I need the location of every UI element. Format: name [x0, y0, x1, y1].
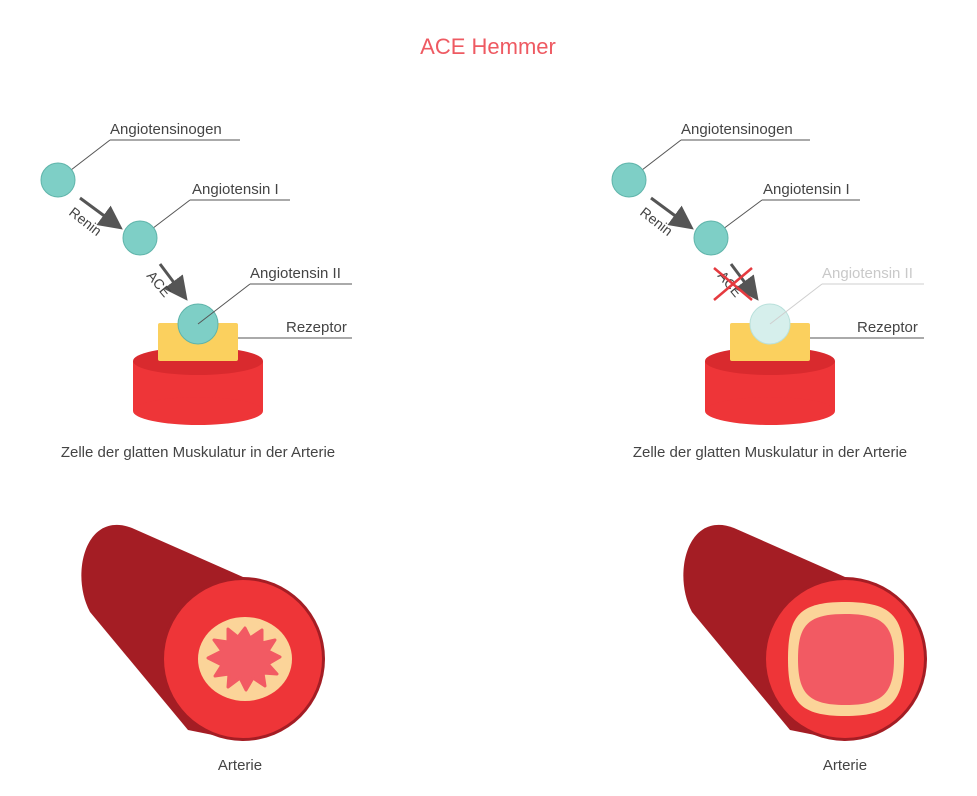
angiotensin2-label: Angiotensin II	[822, 265, 913, 282]
diagram-title: ACE Hemmer	[420, 34, 556, 59]
ace-label: ACE	[144, 268, 175, 300]
cell-caption: Zelle der glatten Muskulatur in der Arte…	[61, 444, 335, 461]
receptor-label: Rezeptor	[857, 319, 918, 336]
renin-label: Renin	[66, 204, 105, 239]
renin-arrow	[79, 196, 123, 230]
muscle-cell-bottom	[705, 397, 835, 425]
receptor-label: Rezeptor	[286, 319, 347, 336]
artery-caption: Arterie	[823, 757, 867, 774]
angiotensin2-label: Angiotensin II	[250, 265, 341, 282]
angiotensinogen-label: Angiotensinogen	[110, 121, 222, 138]
wide-lumen	[798, 614, 894, 705]
inhibition-cross-icon	[713, 267, 753, 301]
angiotensin1-molecule	[693, 220, 729, 256]
dilated-artery	[683, 524, 927, 741]
ace-arrow	[158, 263, 188, 301]
left-panel-normal: Angiotensinogen Renin Angiotensin I ACE …	[40, 121, 352, 774]
leader-line	[769, 283, 823, 325]
narrow-lumen	[206, 626, 282, 692]
renin-arrow	[650, 196, 694, 230]
renin-label: Renin	[637, 204, 676, 239]
muscle-cell-bottom	[133, 397, 263, 425]
leader-line	[197, 283, 251, 325]
angiotensin1-label: Angiotensin I	[763, 181, 850, 198]
angiotensin1-label: Angiotensin I	[192, 181, 279, 198]
cell-caption: Zelle der glatten Muskulatur in der Arte…	[633, 444, 907, 461]
angiotensinogen-label: Angiotensinogen	[681, 121, 793, 138]
constricted-artery	[81, 524, 325, 741]
right-panel-inhibited: Angiotensinogen Renin Angiotensin I ACE …	[611, 121, 927, 774]
angiotensinogen-molecule	[40, 162, 76, 198]
artery-caption: Arterie	[218, 757, 262, 774]
angiotensin1-molecule	[122, 220, 158, 256]
angiotensinogen-molecule	[611, 162, 647, 198]
ace-arrow	[729, 263, 759, 301]
